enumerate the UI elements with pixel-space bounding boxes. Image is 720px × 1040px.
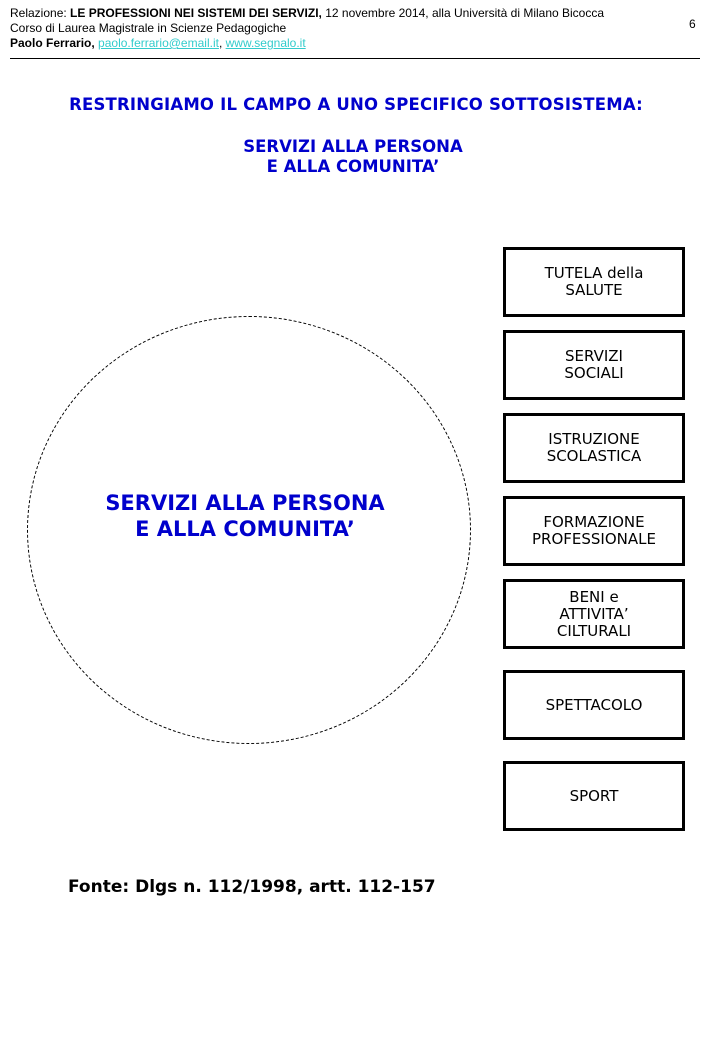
header-event: 12 novembre 2014, alla Università di Mil… [321,6,605,20]
box-line: SPETTACOLO [545,695,643,714]
header-title: LE PROFESSIONI NEI SISTEMI DEI SERVIZI, [70,6,322,20]
box-line: SALUTE [565,281,623,299]
header-divider [10,58,700,59]
subtitle-line-2: E ALLA COMUNITA’ [266,157,440,176]
source-citation: Fonte: Dlgs n. 112/1998, artt. 112-157 [68,877,436,897]
dashed-circle [27,316,471,744]
box-line: SOCIALI [564,364,624,382]
header-prefix: Relazione: [10,6,71,20]
box-line: SPORT [569,786,619,805]
box-line: ATTIVITA’ [559,604,629,623]
page-title: RESTRINGIAMO IL CAMPO A UNO SPECIFICO SO… [69,95,643,114]
page-subtitle: SERVIZI ALLA PERSONA E ALLA COMUNITA’ [200,137,506,177]
box-line: PROFESSIONALE [532,530,656,548]
header-course: Corso di Laurea Magistrale in Scienze Pe… [10,21,287,35]
sector-box-formazione: FORMAZIONE PROFESSIONALE [503,496,685,566]
header-author: Paolo Ferrario, [10,36,95,50]
sector-box-sport: SPORT [503,761,685,831]
website-link[interactable]: www.segnalo.it [225,36,306,50]
box-line: ISTRUZIONE [548,430,640,448]
header-author-line: Paolo Ferrario, paolo.ferrario@email.it,… [10,36,604,51]
header-line-1: Relazione: LE PROFESSIONI NEI SISTEMI DE… [10,6,604,21]
circle-label-line-2: E ALLA COMUNITA’ [135,517,355,541]
sector-box-servizi-sociali: SERVIZI SOCIALI [503,330,685,400]
header-separator: , [218,36,226,50]
page-number: 6 [689,17,696,31]
box-line: BENI e [569,587,619,606]
sector-box-tutela-salute: TUTELA della SALUTE [503,247,685,317]
box-line: TUTELA della [544,264,644,282]
subtitle-line-1: SERVIZI ALLA PERSONA [243,137,463,156]
circle-label: SERVIZI ALLA PERSONA E ALLA COMUNITA’ [27,490,463,542]
box-line: FORMAZIONE [543,513,645,531]
box-line: SERVIZI [565,347,623,365]
sector-box-spettacolo: SPETTACOLO [503,670,685,740]
box-line: SCOLASTICA [546,447,642,465]
sector-box-istruzione: ISTRUZIONE SCOLASTICA [503,413,685,483]
sector-box-beni-culturali: BENI e ATTIVITA’ CILTURALI [503,579,685,649]
document-header: Relazione: LE PROFESSIONI NEI SISTEMI DE… [10,6,604,51]
box-line: CILTURALI [556,621,632,640]
circle-label-line-1: SERVIZI ALLA PERSONA [105,491,385,515]
author-email-link[interactable]: paolo.ferrario@email.it [98,36,219,50]
